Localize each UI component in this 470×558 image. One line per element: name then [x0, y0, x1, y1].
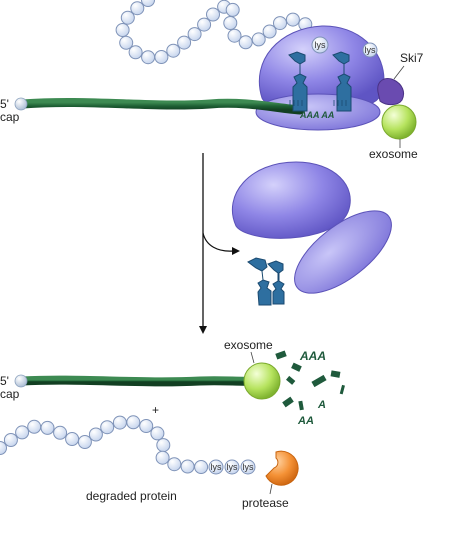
protease-leader-line: [269, 483, 273, 495]
amino-acid-bead-icon: [238, 35, 253, 50]
poly-a-fragment: A: [317, 399, 326, 411]
poly-a-fragment: AA: [297, 415, 314, 427]
amino-acid-bead-icon: [88, 427, 103, 442]
exosome-leader-line: [250, 351, 255, 364]
amino-acid-bead-icon: [0, 441, 7, 455]
amino-acid-bead-icon: [167, 457, 182, 472]
amino-acid-bead-icon: [206, 7, 220, 22]
mrna-5prime-cap-icon: [14, 374, 28, 388]
mrna-top: [14, 97, 305, 115]
ski7-leader-line: [393, 65, 405, 80]
protease-label: protease: [242, 496, 289, 510]
amino-acid-bead-icon: [130, 1, 145, 16]
amino-acid-bead-icon: [77, 435, 92, 449]
amino-acid-bead-icon: [141, 0, 155, 7]
amino-acid-bead-icon: [40, 420, 55, 435]
amino-acid-bead-icon: [223, 16, 238, 30]
amino-acid-bead-icon: [139, 419, 154, 433]
degraded-protein-chain: [0, 415, 209, 474]
degraded-mrna-fragments: [275, 350, 345, 411]
exosome-icon: [243, 362, 281, 400]
amino-acid-bead-icon: [194, 460, 209, 474]
amino-acid-bead-icon: [156, 438, 171, 453]
amino-acid-bead-icon: [227, 28, 242, 43]
released-trna-icon: [247, 257, 285, 306]
dissociated-ribosome-small-subunit: [294, 210, 392, 294]
amino-acid-bead-icon: [225, 2, 240, 17]
trna-right: [332, 51, 352, 112]
amino-acid-bead-icon: [126, 415, 141, 430]
degraded-protein-label: degraded protein: [86, 489, 177, 503]
protease-icon: [265, 450, 299, 486]
amino-acid-bead-icon: [128, 45, 143, 60]
amino-acid-bead-icon: [180, 459, 195, 474]
cap-label-top: cap: [0, 110, 20, 124]
amino-acid-bead-icon: [262, 24, 277, 39]
amino-acid-bead-icon: [115, 23, 130, 37]
amino-acid-bead-icon: [155, 450, 170, 465]
mrna-strand: [17, 97, 305, 115]
amino-acid-bead-icon: [3, 433, 18, 447]
lys-label: lys: [211, 462, 222, 472]
mrna-strand: [17, 375, 260, 387]
amino-acid-bead-icon: [154, 50, 169, 64]
lys-label: lys: [227, 462, 238, 472]
amino-acid-bead-icon: [150, 426, 165, 441]
lys-label: lys: [365, 45, 376, 55]
lys-residue-chain: lys lys lys: [208, 459, 256, 475]
amino-acid-bead-icon: [15, 425, 30, 440]
poly-a-tail-top: AAA AA: [299, 110, 334, 120]
cap-label-bottom: cap: [0, 387, 20, 401]
ski7-label: Ski7: [400, 51, 424, 65]
lys-label: lys: [243, 462, 254, 472]
amino-acid-bead-icon: [100, 420, 115, 435]
amino-acid-bead-icon: [166, 43, 181, 58]
lys-label: lys: [315, 40, 326, 50]
amino-acid-bead-icon: [251, 32, 266, 47]
exosome-label-top: exosome: [369, 147, 418, 161]
amino-acid-bead-icon: [53, 425, 68, 440]
trna-left: [288, 51, 308, 112]
amino-acid-bead-icon: [177, 35, 192, 50]
amino-acid-bead-icon: [119, 35, 134, 50]
amino-acid-bead-icon: [187, 27, 202, 42]
amino-acid-bead-icon: [65, 432, 80, 446]
amino-acid-bead-icon: [285, 12, 300, 27]
cap-label-bottom: 5': [0, 374, 9, 388]
cap-label-top: 5': [0, 97, 9, 111]
lys-residue-top-right: lys: [362, 42, 378, 58]
amino-acid-bead-icon: [141, 50, 156, 65]
amino-acid-bead-icon: [112, 415, 127, 430]
amino-acid-bead-icon: [273, 16, 287, 31]
dissociated-ribosome-large-subunit: [231, 161, 351, 239]
lys-residue-top-left: lys: [311, 36, 329, 54]
trna-icon: [288, 51, 352, 112]
amino-acid-bead-icon: [120, 10, 135, 25]
mrna-5prime-cap-icon: [14, 97, 28, 111]
top-peptide-chain: [115, 0, 322, 65]
exosome-icon: [381, 104, 417, 140]
poly-a-fragment: AAA: [299, 349, 326, 363]
mrna-bottom: [14, 374, 260, 388]
ski7-icon: [377, 78, 405, 106]
transition-arrow: [199, 153, 240, 334]
amino-acid-bead-icon: [27, 419, 42, 434]
exosome-label-bottom: exosome: [224, 338, 273, 352]
plus-sign: +: [152, 403, 159, 417]
amino-acid-bead-icon: [197, 17, 212, 32]
